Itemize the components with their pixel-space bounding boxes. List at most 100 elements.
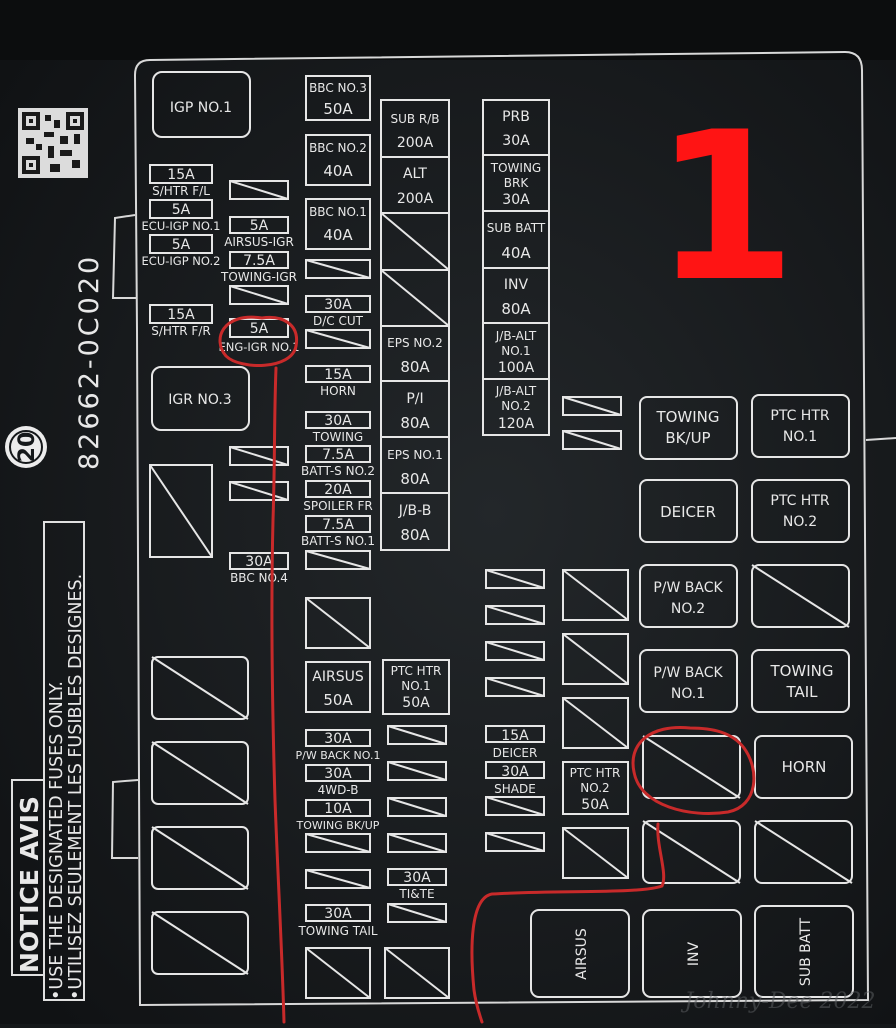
column-d-labels: SUB R/B 200A ALT 200A EPS NO.2 80A P/I 8…: [387, 112, 443, 901]
label-towing-tail: TOWING TAIL: [297, 924, 377, 938]
label-dc-cut: D/C CUT: [313, 314, 364, 328]
label-sub-batt-fuse: SUB BATT: [487, 221, 546, 235]
label-inv-relay: INV: [686, 941, 702, 966]
empty-slot-left: [149, 464, 213, 558]
badge-number: 20: [15, 432, 40, 463]
amp-towing-tail: 30A: [324, 906, 352, 922]
label-ptc-htr-no2-2: NO.2: [783, 514, 817, 530]
label-4wd-b: 4WD-B: [318, 783, 359, 797]
amp-jb-alt-no1: 100A: [498, 360, 535, 376]
label-towing-brk-1: TOWING: [490, 161, 541, 175]
amp-shtr-fr: 15A: [167, 307, 195, 323]
label-shade: SHADE: [494, 782, 536, 796]
line-right: [470, 822, 666, 1024]
amp-batt-s-no2: 7.5A: [322, 447, 354, 463]
watermark: Johnny-Dee 2022: [680, 989, 875, 1014]
label-pw-back2-1: P/W BACK: [653, 580, 723, 596]
label-sub-rb: SUB R/B: [390, 112, 439, 126]
part-number: 82662-0C020: [74, 254, 105, 470]
label-inv-fuse: INV: [504, 277, 529, 293]
red-annotations: [218, 315, 756, 1024]
big-red-number: 1: [654, 89, 797, 327]
label-deicer: DEICER: [493, 746, 538, 760]
label-ptc-no2-fuse-2: NO.2: [580, 781, 609, 795]
label-pi: P/I: [406, 391, 423, 407]
circle-relay: [631, 726, 756, 815]
column-c-labels: BBC NO.3 50A BBC NO.2 40A BBC NO.1 40A 3…: [296, 81, 381, 938]
label-bbc-no4: BBC NO.4: [230, 571, 288, 585]
notice-label: NOTICE AVIS •USE THE DESIGNATED FUSES ON…: [11, 521, 86, 1001]
label-pw-back2-2: NO.2: [671, 601, 705, 617]
amp-jb-alt-no2: 120A: [498, 416, 535, 432]
amp-alt: 200A: [397, 191, 434, 207]
label-shtr-fl: S/HTR F/L: [152, 184, 210, 198]
label-jb-b: J/B-B: [398, 503, 432, 519]
label-eng-igr-no1: ENG-IGR NO.1: [218, 340, 299, 354]
label-ptc-no1-2: NO.1: [401, 679, 430, 693]
amp-airsus-igr: 5A: [250, 218, 269, 234]
label-airsus-fuse: AIRSUS: [312, 669, 364, 685]
label-bbc-no1: BBC NO.1: [309, 205, 367, 219]
label-igr-no3: IGR NO.3: [168, 392, 231, 408]
amp-towing-brk: 30A: [502, 192, 530, 208]
amp-eps-no1: 80A: [400, 470, 430, 488]
label-pw-back-no1: P/W BACK NO.1: [296, 749, 381, 762]
label-prb: PRB: [502, 109, 530, 125]
line-left: [270, 366, 286, 1024]
amp-towing-bkup: 10A: [324, 801, 352, 817]
circle-eng-igr: [218, 315, 299, 367]
column-e-labels: PRB 30A TOWING BRK 30A SUB BATT 40A INV …: [487, 109, 546, 432]
label-shtr-fr: S/HTR F/R: [151, 324, 210, 338]
notice-line-2: •UTILISEZ SEULEMENT LES FUSIBLES DESIGNE…: [66, 574, 86, 1000]
label-jb-alt-no2-1: J/B-ALT: [495, 384, 537, 398]
amp-ecu-igp-no1: 5A: [172, 202, 191, 218]
label-towing-bkup: TOWING BK/UP: [296, 819, 380, 832]
notice-title: NOTICE AVIS: [15, 796, 44, 973]
label-ptc-no1-1: PTC HTR: [391, 664, 442, 678]
amp-dc-cut: 30A: [324, 297, 352, 313]
label-alt: ALT: [403, 166, 427, 182]
label-towing-bkup-1: TOWING: [655, 408, 719, 426]
column-f-labels: 15A DEICER 30A SHADE PTC HTR NO.2 50A: [493, 728, 621, 813]
left-fuse-labels: 15A S/HTR F/L 5A ECU-IGP NO.1 5A ECU-IGP…: [142, 167, 221, 338]
label-towing-tail-2: TAIL: [785, 683, 818, 701]
amp-ti-te: 30A: [403, 870, 431, 886]
amp-bbc-no4: 30A: [245, 554, 273, 570]
label-bbc-no3: BBC NO.3: [309, 81, 367, 95]
label-eps-no2: EPS NO.2: [387, 336, 443, 350]
notice-line-1: •USE THE DESIGNATED FUSES ONLY.: [47, 681, 67, 1000]
label-batt-s-no1: BATT-S NO.1: [301, 534, 375, 548]
amp-bbc-no1: 40A: [323, 226, 353, 244]
amp-pw-back-no1: 30A: [324, 731, 352, 747]
label-ptc-no2-fuse-1: PTC HTR: [570, 766, 621, 780]
label-airsus-igr: AIRSUS-IGR: [224, 235, 294, 249]
fuse-slots: [149, 71, 854, 999]
amp-eng-igr-no1: 5A: [250, 321, 269, 337]
amp-ptc-no1: 50A: [402, 695, 430, 711]
label-igp-no1: IGP NO.1: [170, 100, 232, 116]
amp-eps-no2: 80A: [400, 358, 430, 376]
label-ecu-igp-no1: ECU-IGP NO.1: [142, 219, 221, 233]
label-jb-alt-no2-2: NO.2: [501, 399, 530, 413]
relay-igp-no1: [152, 71, 251, 138]
label-ptc-htr-no1-1: PTC HTR: [770, 408, 829, 424]
label-towing-tail-1: TOWING: [769, 662, 833, 680]
label-pw-back1-2: NO.1: [671, 686, 705, 702]
label-airsus-relay: AIRSUS: [574, 928, 590, 980]
amp-prb: 30A: [502, 133, 530, 149]
amp-sub-rb: 200A: [397, 135, 434, 151]
label-towing: TOWING: [312, 430, 363, 444]
label-towing-bkup-2: BK/UP: [665, 429, 710, 447]
amp-shade: 30A: [501, 764, 529, 780]
label-jb-alt-no1-2: NO.1: [501, 344, 530, 358]
amp-spoiler-fr: 20A: [324, 482, 352, 498]
amp-towing: 30A: [324, 413, 352, 429]
amp-sub-batt-fuse: 40A: [501, 244, 531, 262]
label-eps-no1: EPS NO.1: [387, 448, 443, 462]
relay-labels: IGP NO.1 IGR NO.3 TOWING BK/UP PTC HTR N…: [168, 100, 833, 986]
amp-horn: 15A: [324, 367, 352, 383]
label-deicer: DEICER: [660, 503, 716, 521]
amp-bbc-no2: 40A: [323, 162, 353, 180]
